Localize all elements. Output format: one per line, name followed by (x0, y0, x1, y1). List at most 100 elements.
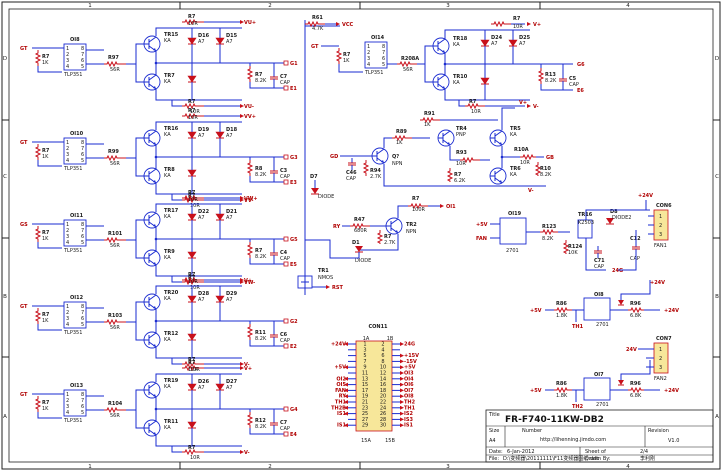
con11-column-b-header: 1B (387, 336, 394, 342)
driver-optocoupler (63, 219, 87, 247)
driver-low-transistor-ref: TR7 (164, 73, 175, 79)
opto-pin-number: 6 (81, 316, 84, 322)
driver-gate-output: G4 (290, 407, 298, 413)
fan-mosfet (577, 219, 593, 239)
opto-pin-number: 6 (81, 234, 84, 240)
brake-q3-ref: TR5 (510, 126, 521, 132)
driver-input-resistor-ref: R7 (42, 230, 50, 236)
thermal-supply-high: +24V (664, 388, 679, 394)
driver-cap-value: CAP (280, 174, 290, 180)
con11-pin-b: 12 (380, 371, 386, 377)
opto-pin-number: 4 (367, 62, 370, 68)
driver-zener-type: A7 (226, 133, 233, 139)
con11-net-left: OI2 (336, 376, 346, 382)
driver-zener-type: A7 (491, 41, 498, 47)
con11-net-right: TH2 (404, 400, 416, 406)
driver-input-net: GT (20, 392, 28, 398)
con11-pin-a: 11 (362, 371, 368, 377)
driver-input-net: GT (20, 304, 28, 310)
grid-column-label: 4 (626, 464, 630, 470)
driver-gate-output: G6 (577, 62, 585, 68)
con11-pin-b: 24 (380, 405, 386, 411)
con11-net-left: RY (339, 394, 347, 400)
driver-bottom-resistor-value: 10R (190, 203, 200, 209)
driver-pull-resistor-value: 8.2K (545, 78, 557, 84)
thermal-opto-ref: OI7 (594, 372, 604, 378)
opto-pin-number: 3 (66, 234, 69, 240)
size-label: Size (489, 428, 499, 434)
driver-gate-output: G2 (290, 319, 298, 325)
driver-cap-value: CAP (280, 338, 290, 344)
con11-net-right: IS3 (404, 417, 413, 423)
con11-pin-a: 1 (363, 342, 366, 348)
file-value: D:\变频器\20111111\F11变频器图纸.ddb (503, 455, 599, 462)
driver-zener-type: A7 (226, 385, 233, 391)
con11-pin-b: 18 (380, 388, 386, 394)
con11-body (355, 340, 393, 432)
driver-gate-resistor-ref: R99 (108, 149, 119, 155)
driver-pull-resistor-ref: R11 (255, 330, 266, 336)
driver-input-net: GT (311, 44, 319, 50)
driver-zener-ref: D24 (491, 35, 503, 41)
fan-opto-ref: OI19 (508, 211, 522, 217)
driver-bottom-resistor-ref: R7 (188, 99, 196, 105)
vcc-resistor-ref: R61 (312, 15, 323, 21)
driver-cap-value: CAP (280, 256, 290, 262)
driver-transistor-type: KA (453, 80, 460, 86)
driver-pull-resistor-ref: R7 (255, 72, 263, 78)
con11-net-right: 24G (404, 342, 415, 348)
driver-zener-ref: D15 (226, 33, 238, 39)
brake-output-net: GB (546, 155, 554, 161)
thermal-resistor2-ref: R96 (630, 381, 641, 387)
driver-top-resistor-value: 10R (188, 197, 198, 203)
driver-emitter-output: E5 (290, 262, 297, 268)
thermal-resistor2-ref: R96 (630, 301, 641, 307)
brake-q4-type: KA (510, 172, 517, 178)
driver-input-resistor-ref: R7 (42, 400, 50, 406)
fan-cap-b-value: CAP (630, 256, 640, 262)
fan-connector-pin: 1 (659, 214, 662, 220)
relay-bias-resistor-ref: R7 (384, 234, 392, 240)
driver-bottom-resistor-value: 10R (190, 109, 200, 115)
fan-connector-pin: 3 (659, 232, 662, 238)
driver-zener-ref: D16 (198, 33, 210, 39)
con11-pin-a: 25 (362, 411, 368, 417)
grid-column-label: 3 (446, 464, 450, 470)
driver-negative-rail: VW- (244, 280, 255, 286)
brake-q2-ref: TR4 (456, 126, 467, 132)
driver-high-transistor-ref: TR18 (453, 36, 468, 42)
driver-zener-type: A7 (226, 297, 233, 303)
brake-resistor-c-ref: R93 (456, 150, 467, 156)
brake-q1-ref: Q? (392, 154, 399, 160)
con11-net-left: +5V (334, 365, 346, 371)
con11-net-right: OI4 (404, 376, 414, 382)
opto-pin-number: 5 (81, 158, 84, 164)
fan-supply-high: +24V (638, 193, 653, 199)
title-block: Title FR-F740-11KW-DB2 Size A4 Number ht… (485, 409, 714, 463)
driver-opto-ref: OI10 (70, 131, 84, 137)
driver-optocoupler (63, 389, 87, 417)
driver-low-transistor-ref: TR12 (164, 331, 179, 337)
relay-bias-resistor-value: 2.7K (384, 240, 396, 246)
driver-emitter-output: E4 (290, 432, 297, 438)
opto-pin-number: 3 (66, 152, 69, 158)
driver-top-resistor-ref: R7 (188, 272, 196, 278)
driver-transistor-type: KA (164, 425, 171, 431)
reset-switch-ref: TR1 (318, 268, 329, 274)
thermal-net: TH1 (572, 324, 584, 330)
fan-input-resistor-value: 8.2K (542, 236, 554, 242)
relay-diode-ref: D1 (352, 240, 360, 246)
driver-gate-resistor-value: 56R (110, 67, 120, 73)
driver-opto-type: TLP351 (364, 70, 383, 76)
con11-pin-b: 16 (380, 382, 386, 388)
brake-bias-resistor-ref: R94 (370, 168, 381, 174)
fan-mosfet-ref: TR16 (578, 212, 593, 218)
con11-pin-b: 22 (380, 400, 386, 406)
driver-input-resistor-value: 1K (42, 154, 49, 160)
brake-pull-resistor-value: 8.2K (540, 172, 552, 178)
con11-net-right: -15V (404, 359, 417, 365)
